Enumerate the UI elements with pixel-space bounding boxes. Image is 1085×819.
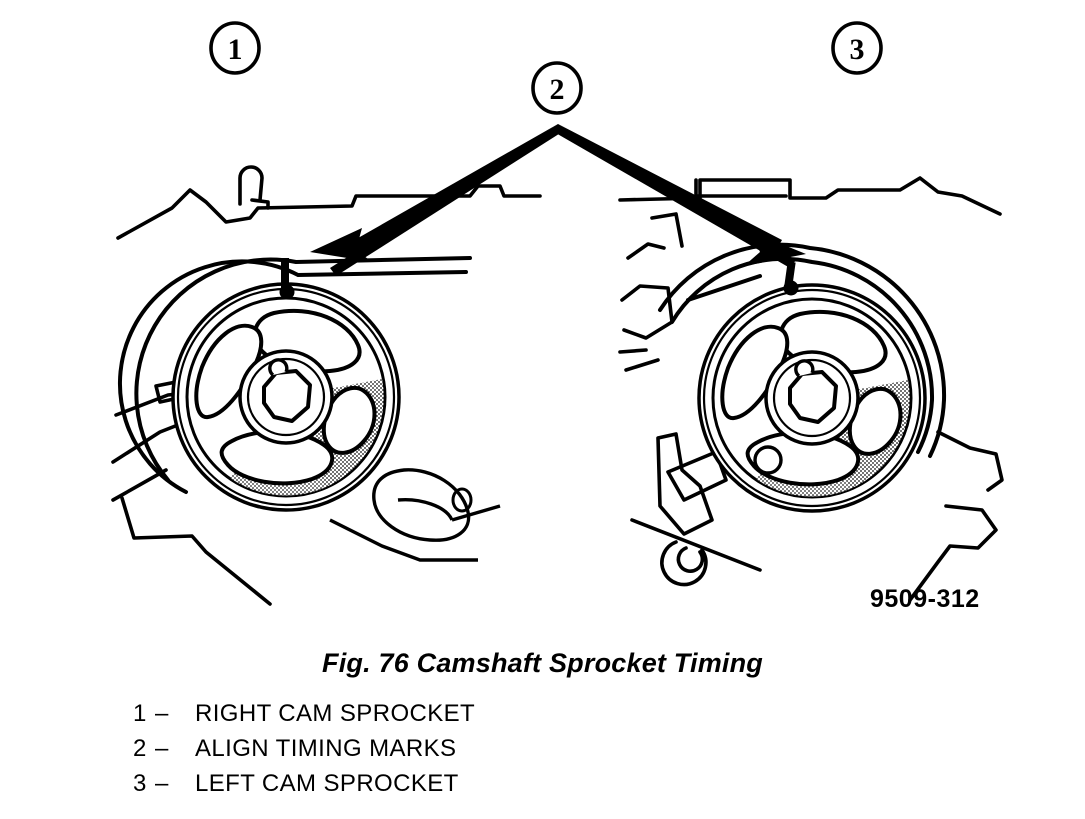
figure-legend: 1 – RIGHT CAM SPROCKET 2 – ALIGN TIMING … — [133, 700, 833, 805]
timing-mark-right — [783, 261, 799, 296]
callout-2-number: 2 — [550, 73, 565, 106]
legend-dash: – — [155, 700, 169, 727]
legend-item-2: 2 – ALIGN TIMING MARKS — [133, 735, 833, 770]
callout-3[interactable]: 3 — [831, 21, 883, 75]
leader-lines — [310, 124, 806, 276]
callout-2[interactable]: 2 — [531, 61, 583, 115]
callout-1[interactable]: 1 — [209, 21, 261, 75]
legend-item-3: 3 – LEFT CAM SPROCKET — [133, 770, 833, 805]
timing-belt-right — [658, 242, 947, 458]
left-cam-sprocket — [696, 283, 927, 513]
legend-number: 3 — [133, 770, 147, 797]
figure-caption: Fig. 76 Camshaft Sprocket Timing — [322, 648, 763, 678]
legend-label: LEFT CAM SPROCKET — [195, 770, 459, 797]
legend-label: RIGHT CAM SPROCKET — [195, 700, 476, 727]
legend-label: ALIGN TIMING MARKS — [195, 735, 457, 762]
callout-3-number: 3 — [850, 33, 865, 66]
timing-mark-left — [279, 258, 295, 300]
callout-1-number: 1 — [228, 33, 243, 66]
legend-dash: – — [155, 735, 169, 762]
legend-item-1: 1 – RIGHT CAM SPROCKET — [133, 700, 833, 735]
callout-bubbles: 1 2 3 — [209, 21, 883, 115]
legend-dash: – — [155, 770, 169, 797]
legend-number: 2 — [133, 735, 147, 762]
right-cam-sprocket — [170, 282, 401, 512]
engine-detail-left-lower — [329, 468, 501, 562]
legend-number: 1 — [133, 700, 147, 727]
timing-belt-left — [117, 256, 472, 494]
part-number-label: 9509-312 — [870, 585, 980, 613]
